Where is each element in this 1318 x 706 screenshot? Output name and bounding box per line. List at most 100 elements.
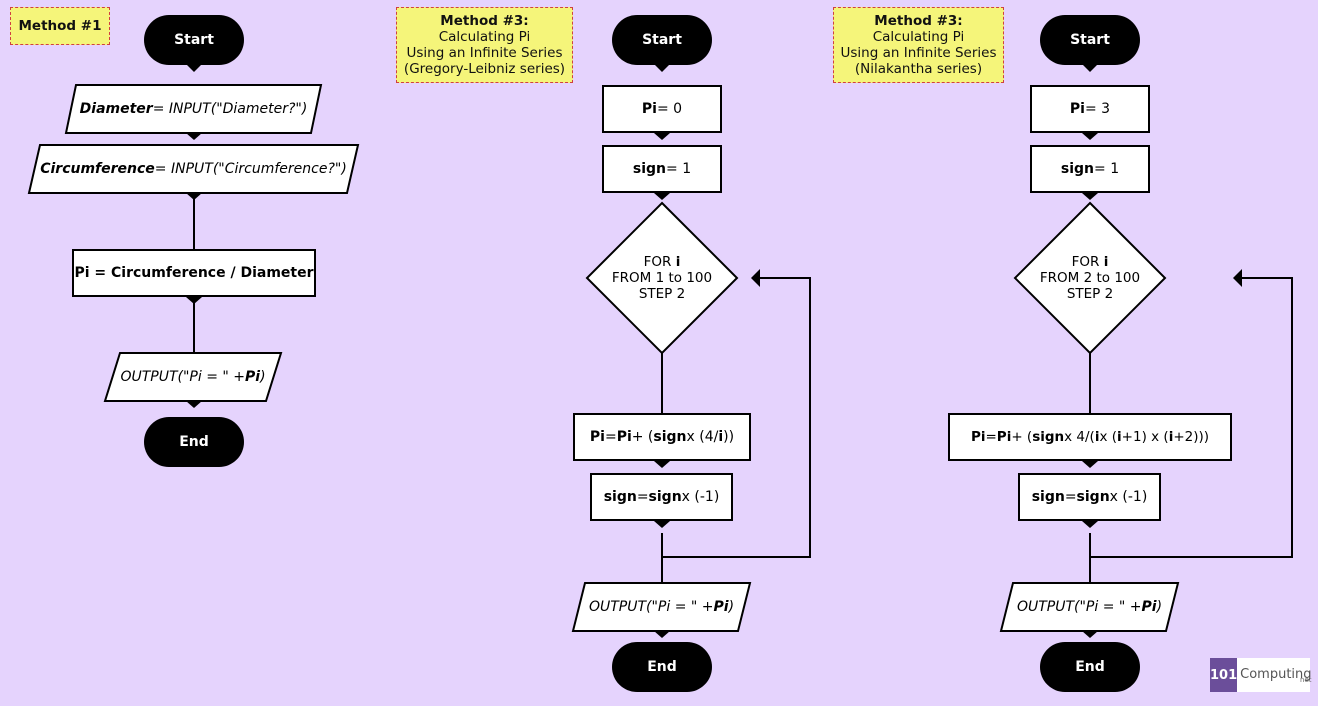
- update-sign-process: sign = sign x (-1): [590, 473, 733, 521]
- output-label: OUTPUT("Pi = " + Pi): [1001, 583, 1178, 631]
- variable-name: Pi: [245, 369, 261, 385]
- loop-step: STEP 2: [1066, 286, 1114, 302]
- input-expression: = INPUT("Diameter?"): [152, 101, 308, 117]
- loop-decision-shape: [1013, 201, 1167, 355]
- loop-arrow-head: [1233, 269, 1242, 287]
- variable-name: Pi: [1069, 101, 1085, 117]
- arrow-head: [654, 193, 670, 200]
- variable-name: i: [718, 429, 724, 445]
- loop-decision-shape: [585, 201, 739, 355]
- end-terminal: End: [1040, 642, 1140, 692]
- note-line: Calculating Pi: [438, 29, 531, 45]
- calc-pi-process: Pi = Circumference / Diameter: [72, 249, 316, 297]
- init-pi-process: Pi = 0: [602, 85, 722, 133]
- assignment-expression: = 0: [656, 101, 683, 117]
- note-title: Method #1: [18, 18, 102, 34]
- arrow-head: [1082, 521, 1098, 528]
- update-pi-process: Pi = Pi + (sign x 4/(i x (i+1) x (i+2))): [948, 413, 1232, 461]
- input-diameter-shape: [64, 84, 323, 134]
- arrow-head: [186, 193, 202, 200]
- variable-name: i: [1094, 429, 1100, 445]
- variable-name: Pi: [1141, 599, 1157, 615]
- init-sign-process: sign = 1: [602, 145, 722, 193]
- expression-part: =: [604, 429, 617, 445]
- assignment-expression: = 3: [1084, 101, 1111, 117]
- loop-arrow-head: [751, 269, 760, 287]
- output-expression: ): [1156, 599, 1163, 615]
- note-title: Method #3:: [874, 13, 963, 29]
- arrow-head: [654, 631, 670, 638]
- variable-name: i: [1168, 429, 1174, 445]
- variable-name: Pi: [616, 429, 632, 445]
- expression-part: x (-1): [1109, 489, 1148, 505]
- loop-line: FOR i: [1072, 254, 1109, 270]
- arrow-head: [654, 461, 670, 468]
- expression-part: +1) x (: [1121, 429, 1169, 445]
- output-shape: [103, 352, 283, 402]
- variable-name: sign: [603, 489, 637, 505]
- output-label: OUTPUT("Pi = " + Pi): [573, 583, 750, 631]
- output-expression: OUTPUT("Pi = " +: [588, 599, 714, 615]
- variable-name: Pi: [996, 429, 1012, 445]
- arrow-head: [654, 521, 670, 528]
- note-line: (Nilakantha series): [854, 61, 983, 77]
- output-expression: ): [260, 369, 266, 385]
- variable-name: sign: [653, 429, 687, 445]
- loop-range: FROM 2 to 100: [1039, 270, 1141, 286]
- method3b-note: Method #3: Calculating Pi Using an Infin…: [833, 7, 1004, 83]
- output-label: OUTPUT("Pi = " + Pi): [105, 353, 281, 401]
- input-expression: = INPUT("Circumference?"): [154, 161, 347, 177]
- variable-name: sign: [1076, 489, 1110, 505]
- input-circumference-label: Circumference = INPUT("Circumference?"): [29, 145, 358, 193]
- expression-part: x 4/(: [1064, 429, 1095, 445]
- variable-name: Pi: [970, 429, 986, 445]
- variable-name: sign: [648, 489, 682, 505]
- init-pi-process: Pi = 3: [1030, 85, 1150, 133]
- update-pi-process: Pi = Pi + (sign x (4/i)): [573, 413, 751, 461]
- assignment-expression: = 1: [1094, 161, 1120, 177]
- arrow-head: [1082, 631, 1098, 638]
- arrow-head: [186, 401, 202, 408]
- variable-name: sign: [1031, 489, 1065, 505]
- start-terminal: Start: [144, 15, 244, 65]
- input-circumference-shape: [27, 144, 360, 194]
- input-diameter-label: Diameter = INPUT("Diameter?"): [66, 85, 321, 133]
- variable-name: Pi: [589, 429, 605, 445]
- logo-number: 101: [1210, 658, 1238, 692]
- expression-part: + (: [1011, 429, 1033, 445]
- expression-part: =: [1064, 489, 1077, 505]
- site-logo[interactable]: 101 Computing net: [1210, 658, 1312, 692]
- variable-name: sign: [632, 161, 667, 177]
- variable-name: sign: [1032, 429, 1065, 445]
- expression-part: )): [723, 429, 735, 445]
- output-shape: [999, 582, 1180, 632]
- assignment-expression: = 1: [666, 161, 692, 177]
- method1-note: Method #1: [10, 7, 110, 45]
- note-line: Using an Infinite Series: [406, 45, 563, 61]
- update-sign-process: sign = sign x (-1): [1018, 473, 1161, 521]
- init-sign-process: sign = 1: [1030, 145, 1150, 193]
- method3a-note: Method #3: Calculating Pi Using an Infin…: [396, 7, 573, 83]
- expression-part: =: [636, 489, 649, 505]
- loop-range: FROM 1 to 100: [611, 270, 713, 286]
- logo-name-text: Computing: [1240, 667, 1312, 682]
- arrow-head: [1082, 193, 1098, 200]
- expression-part: x (-1): [681, 489, 720, 505]
- expression-part: +2))): [1173, 429, 1210, 445]
- variable-name: i: [1117, 429, 1122, 445]
- loop-keyword: FOR: [643, 254, 676, 270]
- loop-decision-label: FOR i FROM 2 to 100 STEP 2: [1015, 254, 1165, 302]
- expression-part: =: [985, 429, 997, 445]
- arrow-head: [1082, 133, 1098, 140]
- note-title: Method #3:: [440, 13, 529, 29]
- note-line: Calculating Pi: [872, 29, 965, 45]
- variable-name: Circumference: [40, 161, 155, 177]
- note-line: (Gregory-Leibniz series): [403, 61, 566, 77]
- loop-step: STEP 2: [638, 286, 686, 302]
- output-expression: OUTPUT("Pi = " +: [1016, 599, 1142, 615]
- end-terminal: End: [612, 642, 712, 692]
- loop-variable: i: [1103, 254, 1109, 270]
- output-expression: OUTPUT("Pi = " +: [120, 369, 245, 385]
- loop-back-connector: [661, 277, 811, 558]
